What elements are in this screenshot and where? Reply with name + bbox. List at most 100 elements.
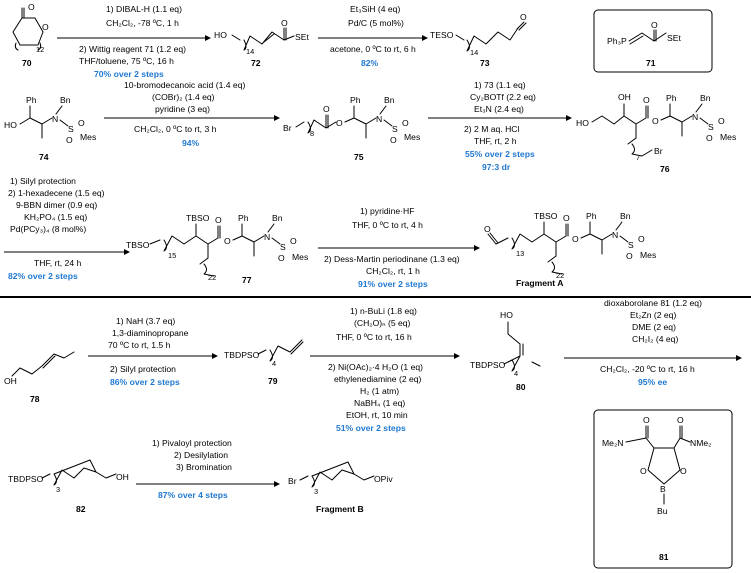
- cond-8-line2: (CH₂O)ₙ (5 eq): [354, 318, 411, 328]
- yield-10: 87% over 4 steps: [158, 490, 228, 500]
- n-75: N: [376, 114, 382, 124]
- oh-76: OH: [618, 92, 631, 102]
- ph-75: Ph: [350, 95, 361, 105]
- label-79: 79: [268, 376, 278, 386]
- cond-5-line4: KH₂PO₄ (1.5 eq): [24, 212, 87, 222]
- compound-79: TBDPSO 4 79: [224, 339, 304, 386]
- o-co-a: O: [563, 213, 570, 223]
- bn-76: Bn: [700, 93, 711, 103]
- yield-1: 70% over 2 steps: [94, 69, 164, 79]
- o2-a: O: [626, 251, 633, 261]
- bn-a: Bn: [620, 211, 631, 221]
- o-est-75: O: [336, 118, 343, 128]
- n-76: N: [692, 112, 698, 122]
- set-label: SEt: [295, 32, 309, 42]
- label-fragment-a: Fragment A: [516, 278, 563, 288]
- ho-80: HO: [500, 310, 513, 320]
- label-75: 75: [354, 152, 364, 162]
- o-co-77: O: [215, 215, 222, 225]
- label-81: 81: [659, 552, 669, 562]
- cond-9-line3: DME (2 eq): [632, 322, 676, 332]
- n-a: N: [612, 230, 618, 240]
- cond-8-line6: H₂ (1 atm): [360, 386, 399, 396]
- compound-70: O O 12 70: [12, 2, 49, 68]
- cond-3-line4: CH₂Cl₂, 0 ºC to rt, 3 h: [134, 124, 217, 134]
- sub-75: 8: [310, 129, 314, 138]
- cond-10-line2: 2) Desilylation: [174, 450, 228, 460]
- cond-10-line1: 1) Pivaloyl protection: [152, 438, 232, 448]
- compound-78: OH 78: [4, 351, 75, 404]
- ho-76: HO: [576, 118, 589, 128]
- cond-5-line1: 1) Silyl protection: [10, 176, 76, 186]
- cond-7-line2: 1,3-diaminopropane: [112, 328, 189, 338]
- cond-4-line1: 1) 73 (1.1 eq): [474, 80, 526, 90]
- mes-76: Mes: [720, 132, 736, 142]
- bu-81: Bu: [657, 506, 668, 516]
- bn-74: Bn: [60, 95, 71, 105]
- sub22-77: 22: [208, 273, 216, 282]
- yield-9: 95% ee: [638, 377, 667, 387]
- sub-79: 4: [272, 359, 276, 368]
- tbso-a: TBSO: [534, 211, 558, 221]
- o2-74: O: [66, 135, 73, 145]
- sub-76: 7: [636, 153, 640, 162]
- label-fragment-b: Fragment B: [316, 504, 364, 514]
- cond-2-line3: acetone, 0 ºC to rt, 6 h: [330, 44, 416, 54]
- o-est-76: O: [652, 116, 659, 126]
- fragment-a: O 13 TBSO O O Ph N Bn S O O Mes 22 Fragm…: [484, 211, 656, 288]
- tbdpso-79: TBDPSO: [224, 350, 260, 360]
- cond-9-line5: CH₂Cl₂, -20 ºC to rt, 16 h: [600, 364, 695, 374]
- tbso2-77: TBSO: [186, 213, 210, 223]
- carbonyl-o: O: [28, 2, 35, 12]
- cond-4-line3: Et₃N (2.4 eq): [474, 104, 524, 114]
- bn-75: Bn: [384, 95, 395, 105]
- label-70: 70: [22, 58, 32, 68]
- cond-6-line2: THF, 0 ºC to rt, 4 h: [352, 220, 423, 230]
- sub-72: 14: [246, 47, 254, 56]
- o2-76: O: [706, 133, 713, 143]
- compound-73: TESO O 14 73: [430, 12, 527, 68]
- yield-3: 94%: [182, 138, 200, 148]
- label-76: 76: [660, 164, 670, 174]
- cond-7-line4: 2) Silyl protection: [110, 364, 176, 374]
- s-77: S: [280, 242, 286, 252]
- bn-77: Bn: [272, 213, 283, 223]
- o1-74: O: [78, 118, 85, 128]
- o1-77: O: [290, 236, 297, 246]
- label-73: 73: [480, 58, 490, 68]
- mes-77: Mes: [292, 252, 308, 262]
- cond-9-line4: CH₂I₂ (4 eq): [632, 334, 678, 344]
- cond-4-line4: 2) 2 M aq. HCl: [464, 124, 519, 134]
- n-74: N: [52, 114, 58, 124]
- br-76: Br: [654, 146, 663, 156]
- cond-9-line1: dioxaborolane 81 (1.2 eq): [604, 298, 702, 308]
- o-72: O: [281, 18, 288, 28]
- sub-82: 3: [56, 485, 60, 494]
- s-a: S: [628, 240, 634, 250]
- sub-80: 4: [514, 369, 518, 378]
- mes-a: Mes: [640, 250, 656, 260]
- cond-3-line1: 10-bromodecanoic acid (1.4 eq): [124, 80, 245, 90]
- compound-82: TBDPSO 3 OH 82: [8, 459, 129, 514]
- cond-5-line2: 2) 1-hexadecene (1.5 eq): [8, 188, 105, 198]
- sub-b: 3: [314, 487, 318, 496]
- o1-a: O: [638, 234, 645, 244]
- ph-a: Ph: [586, 211, 597, 221]
- cond-8-line3: THF, 0 ºC to rt, 16 h: [336, 332, 412, 342]
- ph3p-label: Ph₃P: [607, 36, 627, 46]
- compound-80: HO TBDPSO 4 80: [470, 310, 541, 392]
- o2-77: O: [278, 253, 285, 263]
- cond-4-line2: Cy₂BOTf (2.2 eq): [470, 92, 536, 102]
- cond-8-line1: 1) n-BuLi (1.8 eq): [350, 306, 417, 316]
- set-71: SEt: [667, 33, 681, 43]
- oh-78: OH: [4, 376, 17, 386]
- cond-8-line5: ethylenediamine (2 eq): [334, 374, 422, 384]
- ph-74: Ph: [26, 95, 37, 105]
- sub15-77: 15: [168, 251, 176, 260]
- ph-77: Ph: [238, 213, 249, 223]
- o2-81: O: [677, 415, 684, 425]
- compound-75: Br 8 O O Ph N Bn S O O Mes 75: [283, 95, 420, 162]
- mes-75: Mes: [404, 132, 420, 142]
- cond-6-line4: CH₂Cl₂, rt, 1 h: [366, 266, 420, 276]
- cond-2-line2: Pd/C (5 mol%): [348, 18, 404, 28]
